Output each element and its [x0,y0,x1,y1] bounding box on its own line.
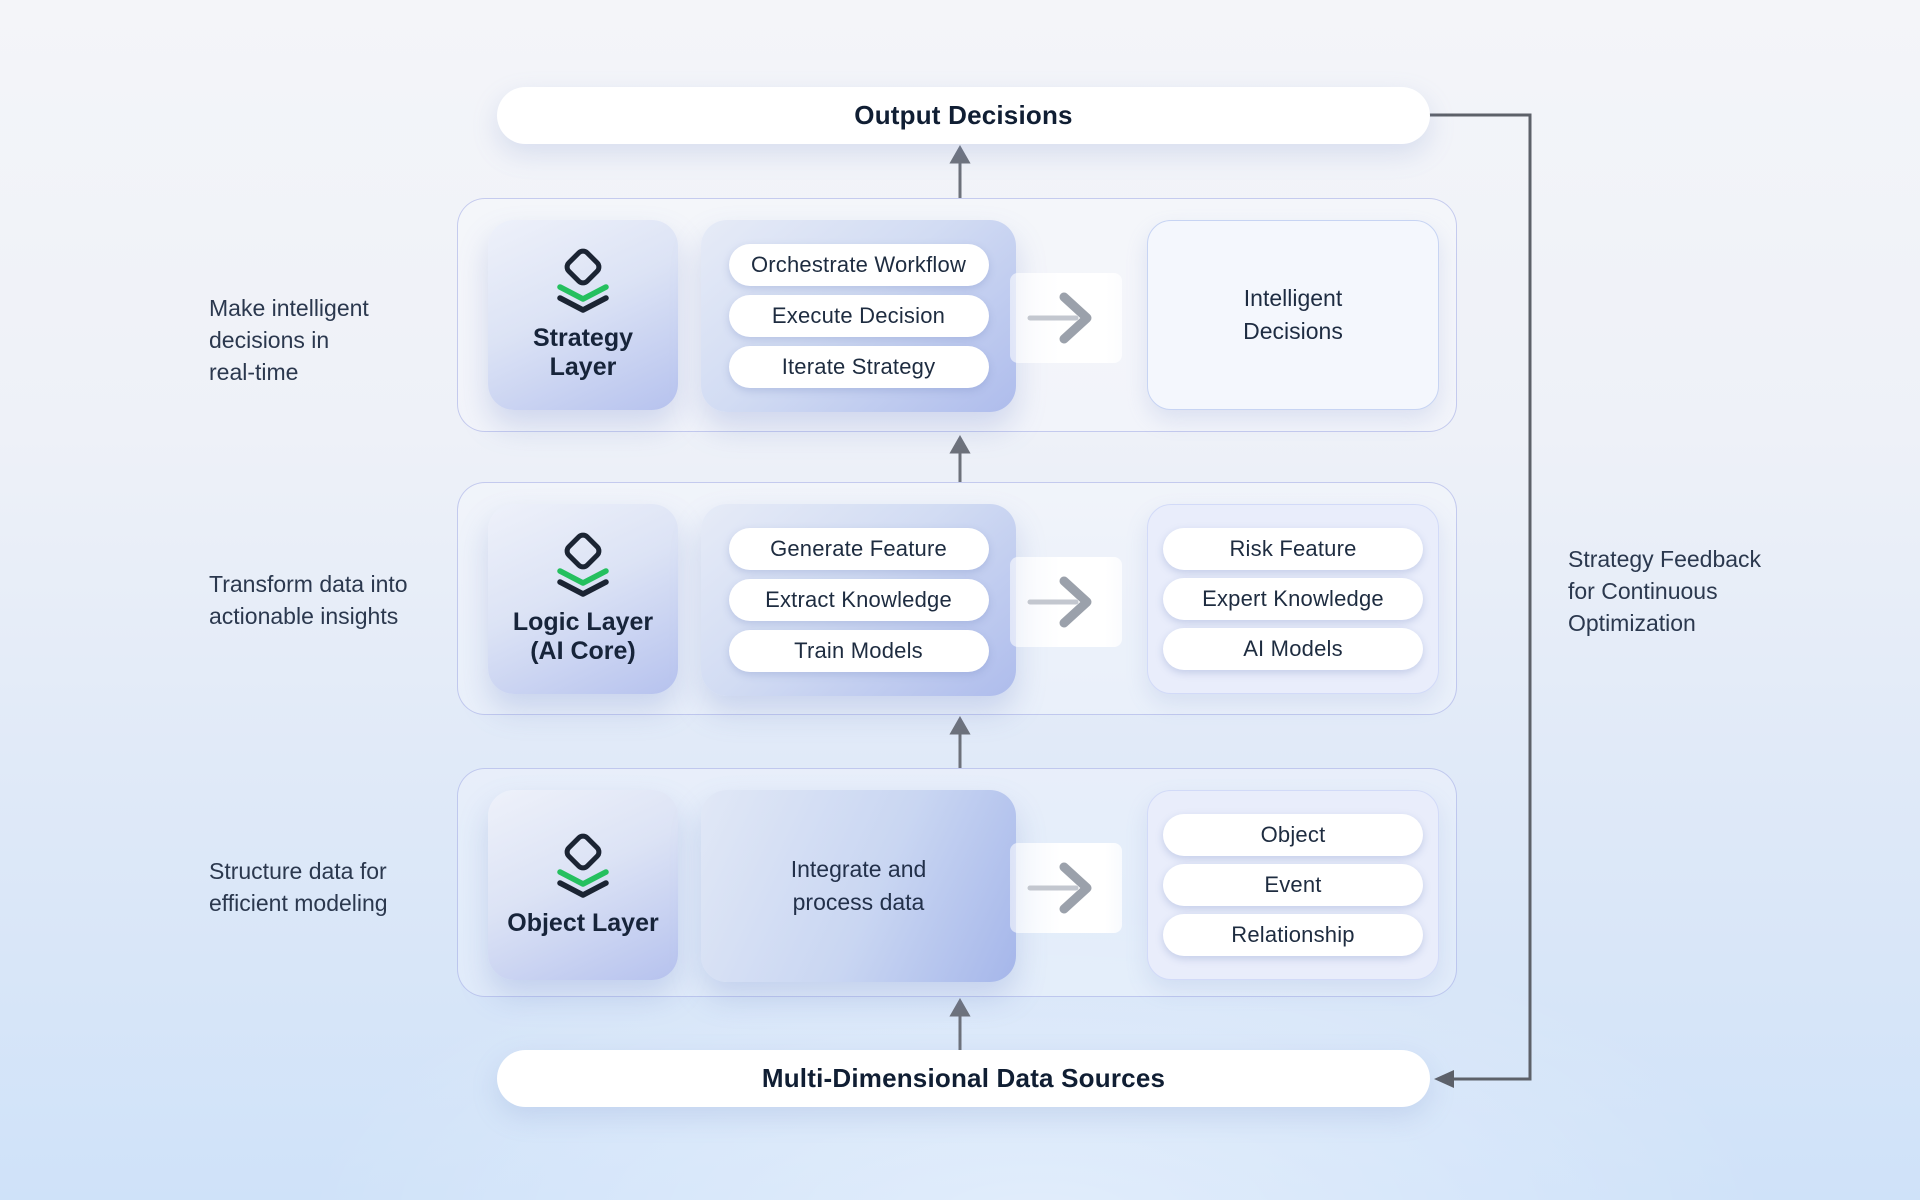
integrate-process-card: Integrate and process data [701,790,1016,982]
strategy-layer-row: Strategy Layer Orchestrate Workflow Exec… [457,198,1457,432]
strategy-actions-card: Orchestrate Workflow Execute Decision It… [701,220,1016,412]
text-line: Make intelligent [209,295,369,321]
action-pill: Execute Decision [728,295,989,337]
action-pill: Extract Knowledge [728,579,989,621]
up-arrowhead-icon [949,997,971,1017]
title-line: Object Layer [507,908,659,937]
layer-title: Logic Layer (AI Core) [513,608,653,666]
left-arrowhead-icon [1434,1070,1454,1088]
layers-icon [557,248,609,313]
text-line: Transform data into [209,571,408,597]
output-pill: Risk Feature [1163,528,1423,570]
output-pill: Object [1163,814,1423,856]
title-line: Strategy [532,324,634,352]
output-pill: Event [1163,864,1423,906]
up-arrowhead-icon [949,434,971,454]
banner-label: Multi-Dimensional Data Sources [761,1063,1166,1093]
action-pill: Train Models [728,630,989,672]
strategy-description: Make intelligent decisions in real-time [209,292,369,388]
layer-title: Object Layer [507,909,658,938]
layers-icon [557,833,609,898]
logic-actions-card: Generate Feature Extract Knowledge Train… [701,504,1016,696]
text-line: Strategy Feedback [1568,546,1762,572]
banner-label: Output Decisions [854,100,1073,130]
text-line: Optimization [1568,610,1696,636]
object-description: Structure data for efficient modeling [209,855,388,919]
logic-outputs-card: Risk Feature Expert Knowledge AI Models [1147,504,1439,694]
output-pill: Expert Knowledge [1163,578,1423,620]
transform-arrow [1010,557,1122,647]
title-line: Logic Layer [512,608,654,636]
right-arrow-icon [1027,862,1092,914]
text-line: decisions in [209,327,330,353]
logic-layer-row: Logic Layer (AI Core) Generate Feature E… [457,482,1457,715]
logic-layer-card: Logic Layer (AI Core) [488,504,678,694]
output-decisions-banner: Output Decisions [497,87,1430,144]
text-line: efficient modeling [209,890,388,916]
text-line: Structure data for [209,858,387,884]
output-pill: Relationship [1163,914,1423,956]
layer-title: Strategy Layer [533,324,633,382]
object-outputs-card: Object Event Relationship [1147,790,1439,980]
up-arrowhead-icon [949,144,971,164]
up-arrowhead-icon [949,715,971,735]
feedback-description: Strategy Feedback for Continuous Optimiz… [1568,543,1761,639]
transform-arrow [1010,843,1122,933]
strategy-layer-card: Strategy Layer [488,220,678,410]
title-line: (AI Core) [530,637,636,665]
text-line: real-time [209,359,299,385]
title-line: Layer [549,353,617,381]
object-layer-row: Object Layer Integrate and process data … [457,768,1457,997]
result-line: Decisions [1243,318,1343,344]
process-line: process data [792,889,925,915]
text-line: for Continuous [1568,578,1718,604]
right-arrow-icon [1027,576,1092,628]
object-layer-card: Object Layer [488,790,678,980]
action-pill: Generate Feature [728,528,989,570]
transform-arrow [1010,273,1122,363]
data-sources-banner: Multi-Dimensional Data Sources [497,1050,1430,1107]
text-line: actionable insights [209,603,399,629]
action-pill: Orchestrate Workflow [728,244,989,286]
action-pill: Iterate Strategy [728,346,989,388]
process-line: Integrate and [790,856,927,882]
result-line: Intelligent [1243,285,1343,311]
logic-description: Transform data into actionable insights [209,568,408,632]
right-arrow-icon [1027,292,1092,344]
output-pill: AI Models [1163,628,1423,670]
layers-icon [557,532,609,597]
intelligent-decisions-card: Intelligent Decisions [1147,220,1439,410]
